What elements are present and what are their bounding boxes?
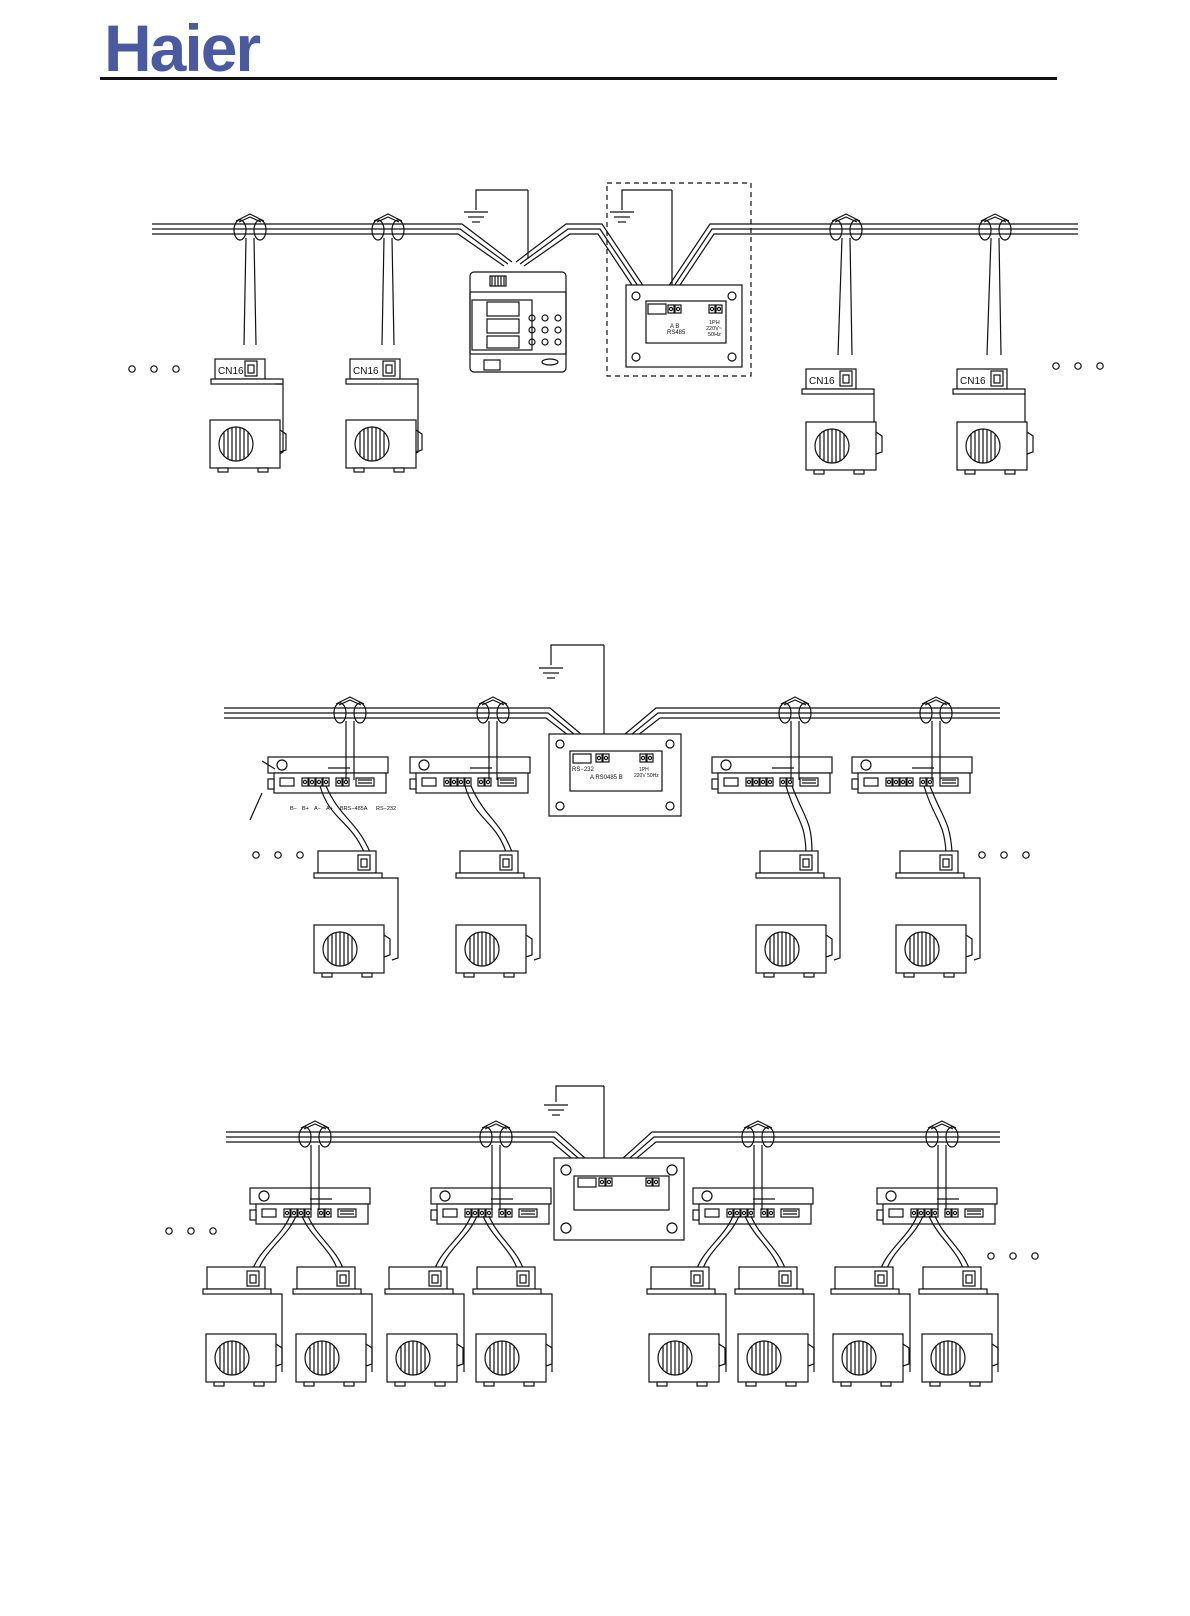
converter-box — [410, 757, 530, 793]
converter-box — [250, 1188, 370, 1224]
converter-box — [712, 757, 832, 793]
indoor-unit: CN16 — [211, 359, 283, 384]
indoor-unit — [385, 1267, 453, 1294]
converter-box — [693, 1188, 813, 1224]
indoor-unit: CN16 — [802, 369, 874, 394]
continuation-dots — [253, 852, 303, 858]
rs485-gateway-3 — [554, 1158, 684, 1240]
outdoor-unit — [210, 420, 286, 472]
label-b-plus: B+ — [302, 806, 309, 812]
outdoor-unit — [387, 1334, 463, 1386]
outdoor-unit — [476, 1334, 552, 1386]
rs485-label: RS485 — [667, 330, 686, 336]
outdoor-unit — [922, 1334, 998, 1386]
rs485-label: A RS0485 B — [590, 775, 623, 781]
outdoor-unit — [833, 1334, 909, 1386]
indoor-unit — [314, 851, 382, 878]
indoor-unit — [647, 1267, 715, 1294]
outdoor-unit — [806, 422, 882, 474]
outdoor-unit — [456, 925, 532, 977]
outdoor-unit — [649, 1334, 725, 1386]
cn16-label: CN16 — [809, 376, 835, 387]
indoor-unit — [919, 1267, 987, 1294]
outdoor-unit — [896, 925, 972, 977]
rs485-gateway-2: RS−232 A RS0485 B 1PH 220V 50Hz — [549, 734, 681, 816]
cn16-label: CN16 — [353, 366, 379, 377]
outdoor-unit — [314, 925, 390, 977]
outdoor-unit — [756, 925, 832, 977]
indoor-unit — [293, 1267, 361, 1294]
outdoor-unit — [206, 1334, 282, 1386]
converter-box — [852, 757, 972, 793]
label-a-minus: A− — [314, 806, 321, 812]
continuation-dots — [1053, 363, 1103, 369]
continuation-dots — [979, 852, 1029, 858]
outdoor-unit — [296, 1334, 372, 1386]
diagram-1: A B RS485 1PH 220V~ 50Hz CN16 CN16 — [129, 183, 1103, 474]
continuation-dots — [988, 1253, 1038, 1259]
indoor-unit — [831, 1267, 899, 1294]
indoor-unit — [896, 851, 964, 878]
indoor-unit — [735, 1267, 803, 1294]
diagram-2: RS−232 A RS0485 B 1PH 220V 50Hz B− B+ A−… — [224, 645, 1029, 977]
indoor-unit — [756, 851, 824, 878]
indoor-unit: CN16 — [953, 369, 1025, 394]
label-rs232: RS−232 — [376, 806, 396, 812]
diagram-3 — [166, 1086, 1038, 1386]
indoor-unit — [473, 1267, 541, 1294]
converter-box — [877, 1188, 997, 1224]
cn16-label: CN16 — [218, 366, 244, 377]
power-frequency-label: 50Hz — [708, 332, 721, 338]
indoor-unit: CN16 — [346, 359, 418, 384]
power-spec-label: 220V 50Hz — [634, 773, 659, 779]
label-brs485: BRS−485A — [340, 806, 368, 812]
label-b-minus: B− — [290, 806, 297, 812]
outdoor-unit — [738, 1334, 814, 1386]
central-controller — [470, 272, 566, 372]
continuation-dots — [166, 1228, 216, 1234]
indoor-unit — [203, 1267, 271, 1294]
outdoor-unit — [957, 422, 1033, 474]
continuation-dots — [129, 366, 179, 372]
converter-box — [268, 757, 388, 793]
rs485-gateway: A B RS485 1PH 220V~ 50Hz — [626, 285, 742, 367]
indoor-unit — [456, 851, 524, 878]
outdoor-unit — [346, 420, 422, 472]
cn16-label: CN16 — [960, 376, 986, 387]
rs232-label: RS−232 — [572, 767, 595, 773]
converter-box — [431, 1188, 551, 1224]
